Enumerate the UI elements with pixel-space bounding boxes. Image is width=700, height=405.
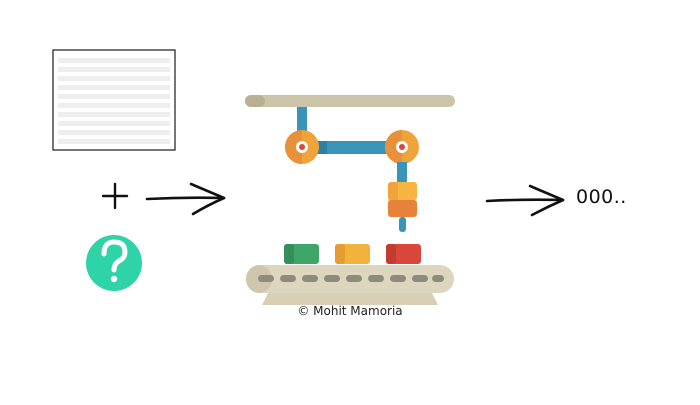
question-mark-icon — [86, 235, 142, 291]
document-icon — [52, 49, 176, 151]
arrow-in — [145, 182, 226, 216]
copyright-text: © Mohit Mamoria — [297, 304, 403, 318]
arrow-out — [485, 184, 565, 217]
plus-icon — [101, 182, 129, 210]
credit-label: © Mohit Mamoria — [0, 304, 700, 318]
robotic-arm-conveyor-icon — [245, 95, 455, 305]
output-label: 000.. — [576, 186, 627, 208]
